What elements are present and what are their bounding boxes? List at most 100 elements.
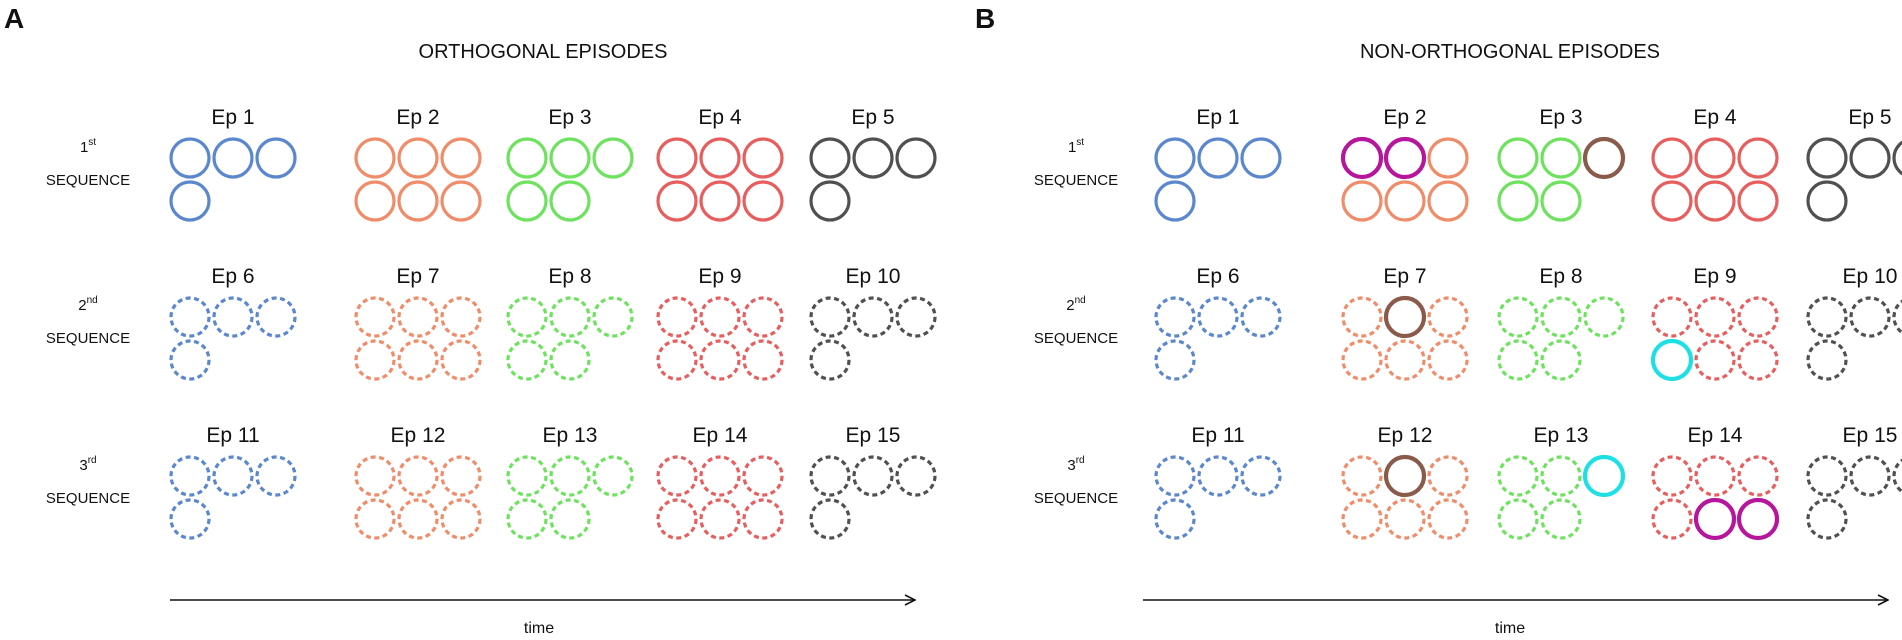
episode-group: Ep 9	[656, 265, 784, 381]
episode-circle	[1651, 455, 1693, 497]
episode-circle	[809, 137, 851, 179]
panel-letter: A	[4, 3, 24, 34]
highlighted-circle	[1736, 497, 1780, 541]
episode-label: Ep 1	[1196, 106, 1239, 129]
episode-circle	[1892, 299, 1902, 335]
episode-circle	[440, 180, 482, 222]
episode-circle	[506, 296, 548, 338]
episode-group: Ep 1	[1154, 106, 1282, 222]
episode-circle	[440, 455, 482, 497]
episode-circle	[1427, 498, 1469, 540]
episode-circle	[1892, 140, 1902, 176]
episode-circle	[895, 137, 937, 179]
episode-circle	[699, 180, 741, 222]
episode-circle	[1341, 498, 1383, 540]
episode-label: Ep 10	[1843, 265, 1898, 288]
episode-circle	[699, 339, 741, 381]
svg-text:1st: 1st	[80, 137, 96, 156]
sequence-ordinal: 1	[1068, 139, 1076, 156]
episode-label: Ep 12	[1378, 424, 1433, 447]
episode-circle	[1540, 137, 1582, 179]
episode-label: Ep 5	[1848, 106, 1891, 129]
episode-circle	[1497, 296, 1539, 338]
episode-circle	[354, 180, 396, 222]
episode-circle	[1694, 455, 1736, 497]
episode-circle	[1197, 137, 1239, 179]
highlighted-circle	[1383, 295, 1427, 339]
sequence-word: SEQUENCE	[46, 490, 130, 507]
episode-group: Ep 3	[506, 106, 634, 222]
episode-label: Ep 11	[1191, 424, 1244, 447]
episode-group: Ep 6	[169, 265, 297, 381]
episode-circle	[397, 455, 439, 497]
episode-circle	[1154, 296, 1196, 338]
episode-circle	[169, 339, 211, 381]
episode-circle	[1737, 296, 1779, 338]
sequence-word: SEQUENCE	[1034, 172, 1118, 189]
svg-text:3rd: 3rd	[1067, 455, 1084, 474]
episode-circle	[742, 137, 784, 179]
episode-circle	[506, 339, 548, 381]
panel-b: B NON-ORTHOGONAL EPISODES 1st SEQUENCE 2…	[975, 3, 1888, 637]
highlighted-circle	[1582, 454, 1626, 498]
episode-circle	[809, 339, 851, 381]
episode-circle	[852, 296, 894, 338]
episode-circle	[440, 137, 482, 179]
episode-circle	[255, 296, 297, 338]
episode-circle	[1154, 137, 1196, 179]
episode-group: Ep 15	[1806, 424, 1902, 540]
svg-text:2nd: 2nd	[1066, 295, 1085, 314]
episode-circle	[506, 137, 548, 179]
episode-circle	[169, 296, 211, 338]
episode-circle	[1197, 455, 1239, 497]
episode-circle	[1694, 339, 1736, 381]
svg-text:3rd: 3rd	[79, 455, 96, 474]
sequence-word: SEQUENCE	[46, 330, 130, 347]
sequence-ordinal-suffix: nd	[87, 295, 98, 306]
episode-group: Ep 8	[1497, 265, 1625, 381]
episode-circle	[1154, 498, 1196, 540]
episode-circle	[397, 498, 439, 540]
episode-label: Ep 2	[396, 106, 439, 129]
episode-label: Ep 4	[698, 106, 742, 129]
episode-circle	[169, 137, 211, 179]
episode-group: Ep 11	[169, 424, 297, 540]
episode-circle	[1341, 296, 1383, 338]
episode-circle	[1427, 455, 1469, 497]
svg-text:2nd: 2nd	[78, 295, 97, 314]
episode-group: Ep 6	[1154, 265, 1282, 381]
episode-group: Ep 1	[169, 106, 297, 222]
episode-label: Ep 7	[396, 265, 439, 288]
episode-circle	[592, 296, 634, 338]
episode-circle	[549, 296, 591, 338]
episode-circle	[354, 296, 396, 338]
sequence-ordinal-suffix: rd	[1076, 455, 1085, 466]
sequence-word: SEQUENCE	[1034, 330, 1118, 347]
episode-circle	[397, 339, 439, 381]
episode-circle	[656, 498, 698, 540]
episode-circle	[852, 455, 894, 497]
sequence-ordinal-suffix: nd	[1075, 295, 1086, 306]
highlighted-circle	[1383, 136, 1427, 180]
highlighted-circle	[1582, 136, 1626, 180]
episode-circle	[1154, 180, 1196, 222]
episode-circle	[549, 339, 591, 381]
episode-circle	[742, 180, 784, 222]
episode-circle	[1497, 498, 1539, 540]
episode-circle	[1849, 137, 1891, 179]
sequence-ordinal: 1	[80, 139, 88, 156]
episode-group: Ep 13	[1497, 424, 1626, 540]
episode-label: Ep 13	[543, 424, 598, 447]
episode-label: Ep 3	[1539, 106, 1582, 129]
episode-circle	[895, 296, 937, 338]
episode-group: Ep 9	[1650, 265, 1779, 382]
episode-circle	[397, 296, 439, 338]
episode-circle	[354, 455, 396, 497]
episode-group: Ep 3	[1497, 106, 1626, 222]
episode-label: Ep 2	[1383, 106, 1426, 129]
episode-circle	[699, 498, 741, 540]
episode-circle	[1540, 180, 1582, 222]
episode-circle	[1737, 137, 1779, 179]
episode-circle	[1497, 339, 1539, 381]
